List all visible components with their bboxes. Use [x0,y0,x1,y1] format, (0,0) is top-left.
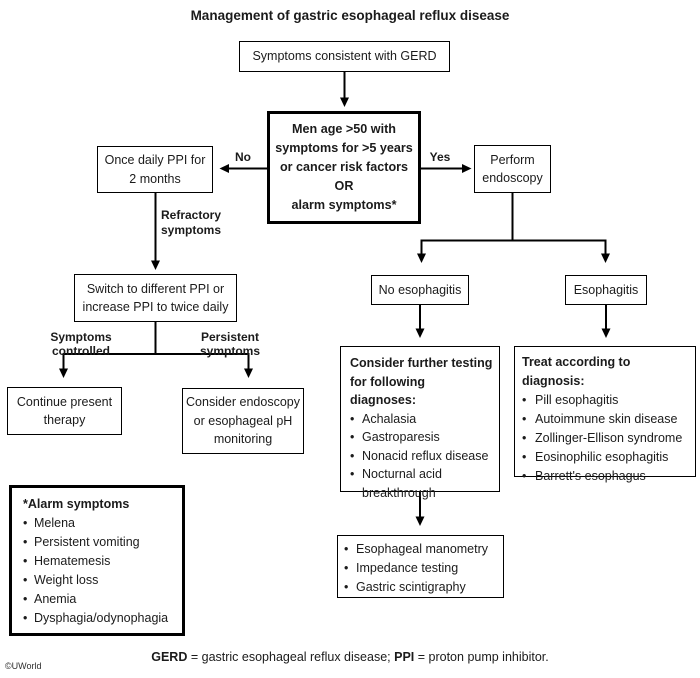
list-item: Nonacid reflux disease [350,447,494,466]
decision-line: Men age >50 with [292,122,396,136]
abbreviation-legend: GERD = gastric esophageal reflux disease… [0,650,700,664]
node-line: Once daily PPI for [104,153,206,167]
branch-label-symptoms-controlled: Symptoms controlled [50,330,112,358]
node-no-esophagitis: No esophagitis [371,275,469,305]
node-testing-methods: Esophageal manometry Impedance testing G… [337,535,504,598]
box-header: Treat according to diagnosis: [522,355,631,388]
node-decision-risk: Men age >50 with symptoms for >5 years o… [267,111,421,224]
branch-label-refractory: Refractory symptoms [161,208,222,237]
list-item: Pill esophagitis [522,391,691,410]
list-item: Persistent vomiting [23,533,177,552]
list-item: Zollinger-Ellison syndrome [522,429,691,448]
node-esophagitis: Esophagitis [565,275,647,305]
list-item: Hematemesis [23,552,177,571]
connector-ppi-to-switch [151,193,160,270]
node-line: 2 months [129,171,181,186]
list-item: Autoimmune skin disease [522,410,691,429]
legend-abbr: PPI [394,650,415,664]
box-header: *Alarm symptoms [23,497,130,511]
list-item: Esophageal manometry [344,540,498,559]
node-consider-further-testing: Consider further testing for following d… [340,346,500,500]
page-title: Management of gastric esophageal reflux … [190,8,510,23]
decision-line: symptoms for >5 years [275,141,413,155]
node-line: endoscopy [482,171,543,185]
list-item: Nocturnal acid breakthrough [350,465,494,502]
connector-noesophagitis-to-consider [415,305,425,338]
list-item: Anemia [23,590,177,609]
node-switch-ppi: Switch to different PPI or increase PPI … [74,274,237,322]
decision-line: alarm symptoms* [291,198,397,212]
node-perform-endoscopy: Perform endoscopy [474,145,551,193]
node-line: Perform [490,152,535,167]
legend-definition: = proton pump inhibitor. [417,650,549,664]
connector-decision-to-ppi [219,164,267,173]
box-header: Consider further testing [350,356,493,370]
node-line: Switch to different PPI or [86,281,225,296]
connector-esophagitis-to-treat [601,305,611,338]
connector-symptoms-to-decision [340,72,349,107]
list-item: Achalasia [350,410,494,429]
list-item: Dysphagia/odynophagia [23,609,177,628]
list-item: Gastroparesis [350,428,494,447]
node-line: Continue present [16,394,113,409]
list-item: Gastric scintigraphy [344,578,498,597]
connector-endoscopy-split [417,193,610,263]
branch-label-yes: Yes [429,150,451,164]
box-header: for following diagnoses: [350,374,425,408]
list-item: Melena [23,514,177,533]
copyright-watermark: ©UWorld [5,661,42,671]
list-item: Eosinophilic esophagitis [522,448,691,467]
node-line: monitoring [213,432,273,447]
legend-abbr: GERD [151,650,188,664]
node-continue-therapy: Continue present therapy [7,387,122,435]
list-item: Impedance testing [344,559,498,578]
node-line: or esophageal pH [193,413,293,428]
decision-line: or cancer risk factors [279,160,409,174]
list-item: Barrett's esophagus [522,467,691,486]
node-treat-according-diagnosis: Treat according to diagnosis: Pill esoph… [514,346,696,486]
node-alarm-symptoms: *Alarm symptoms Melena Persistent vomiti… [9,485,185,636]
decision-line: OR [334,179,354,193]
connector-switch-split [59,322,253,378]
node-consider-endoscopy-ph: Consider endoscopy or esophageal pH moni… [182,388,304,454]
connector-decision-to-endoscopy [421,164,472,173]
branch-label-no: No [235,150,251,164]
node-line: increase PPI to twice daily [82,300,229,314]
node-line: Consider endoscopy [186,395,300,410]
branch-label-persistent-symptoms: Persistent symptoms [199,330,261,358]
node-symptoms-gerd: Symptoms consistent with GERD [239,41,450,72]
node-line: therapy [43,413,86,427]
legend-definition: = gastric esophageal reflux disease; [190,650,391,664]
node-once-daily-ppi: Once daily PPI for 2 months [97,146,213,193]
list-item: Weight loss [23,571,177,590]
